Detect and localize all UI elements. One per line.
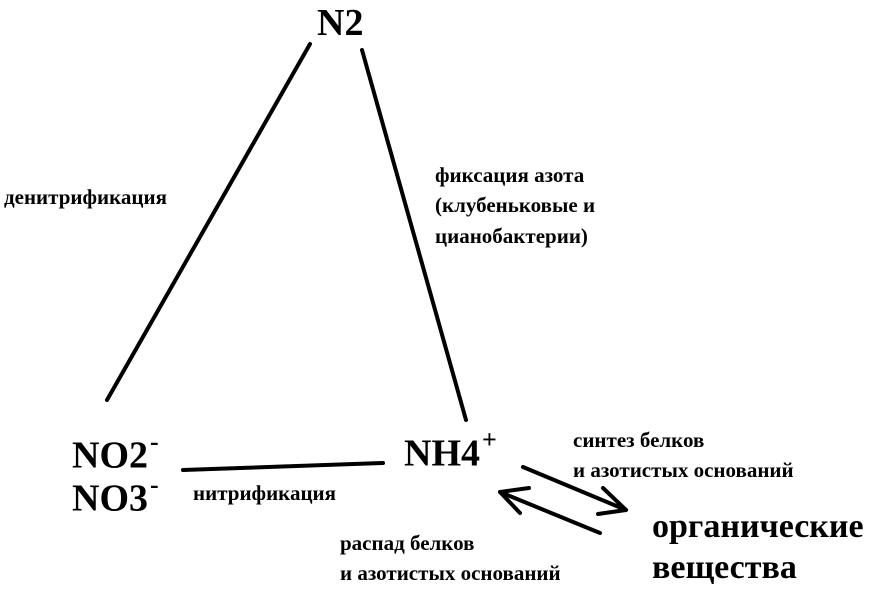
nitrification-line [181, 461, 385, 472]
organic-matter-node: органические вещества [652, 506, 864, 589]
no2-node: NO2- [72, 429, 159, 477]
organic-line-1: органические [652, 508, 864, 545]
no3-charge: - [150, 470, 159, 499]
synthesis-arrow-head [596, 486, 628, 516]
no3-node: NO3- [72, 472, 159, 520]
decay-line-2: и азотистых оснований [340, 561, 561, 586]
fixation-line [360, 48, 468, 422]
decay-label: распад белков и азотистых оснований [340, 528, 561, 589]
nitrification-label: нитрификация [193, 481, 337, 505]
no2-text: NO2 [72, 434, 148, 477]
organic-line-2: вещества [652, 549, 797, 587]
fixation-line-3: цианобактерии) [435, 223, 588, 248]
denitrification-label: денитрификация [4, 185, 167, 209]
synthesis-arrow-shaft [521, 465, 628, 512]
nh4-text: NH4 [404, 432, 480, 475]
synthesis-line-1: синтез белков [573, 428, 705, 452]
denitrification-line [105, 42, 312, 402]
no3-text: NO3 [72, 477, 148, 520]
fixation-line-2: (клубеньковые и [435, 193, 596, 218]
synthesis-line-2: и азотистых оснований [573, 458, 794, 483]
n2-text: N2 [317, 2, 364, 44]
fixation-label: фиксация азота (клубеньковые и цианобакт… [435, 160, 595, 251]
n2-node: N2 [317, 4, 363, 42]
synthesis-label: синтез белков и азотистых оснований [573, 425, 794, 486]
no2-charge: - [150, 427, 159, 456]
nh4-node: NH4+ [404, 427, 497, 475]
decay-arrow-head [498, 486, 531, 515]
decay-line-1: распад белков [340, 531, 475, 555]
decay-arrow-shaft [498, 490, 602, 535]
nh4-charge: + [482, 425, 497, 454]
fixation-line-1: фиксация азота [435, 163, 585, 187]
